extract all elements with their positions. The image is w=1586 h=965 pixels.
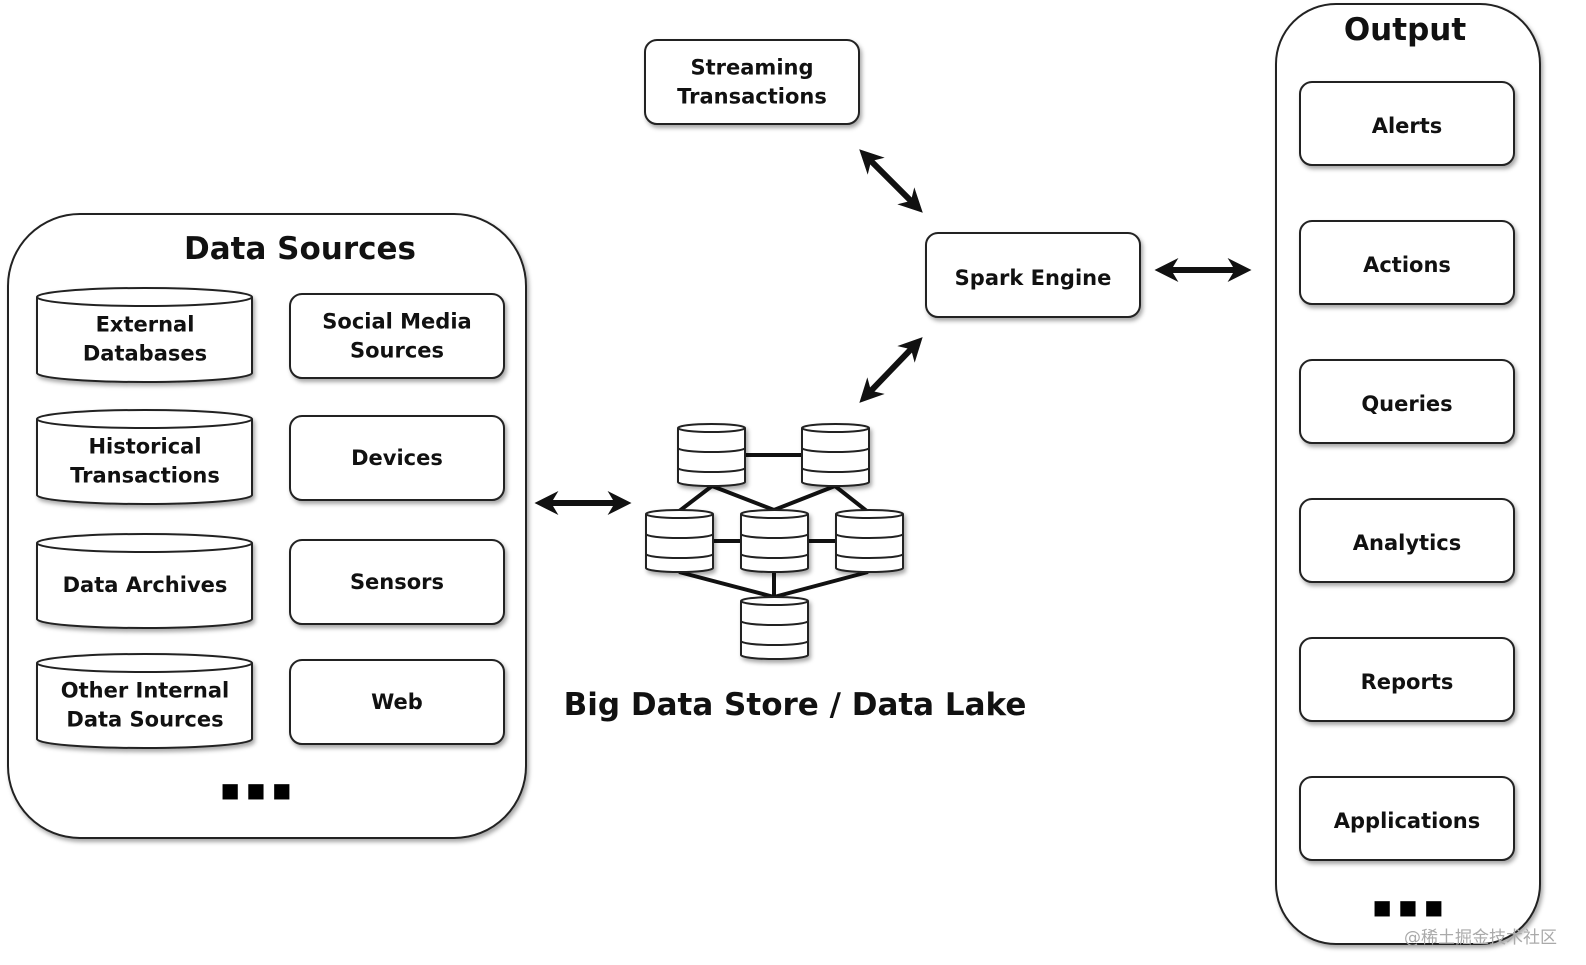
data-source-box: Sensors	[289, 539, 505, 625]
output-item-label: Reports	[1361, 670, 1454, 694]
cluster-link	[678, 570, 775, 599]
streaming-spark-arrow	[859, 149, 923, 213]
output-item: Queries	[1299, 359, 1515, 444]
cluster-link	[773, 570, 869, 599]
cylinder-icon	[36, 409, 253, 505]
output-item-label: Queries	[1361, 392, 1452, 416]
output-item-label: Analytics	[1353, 531, 1461, 555]
output-item-label: Actions	[1363, 253, 1451, 277]
watermark: @稀土掘金技术社区	[1404, 928, 1557, 948]
output-title: Output	[1344, 12, 1467, 48]
lake-spark-arrow	[859, 337, 923, 403]
cluster-link	[773, 484, 836, 512]
output-item: Actions	[1299, 220, 1515, 305]
data-lake-cluster	[645, 423, 904, 660]
cylinder-icon	[36, 653, 253, 749]
data-lake-label: Big Data Store / Data Lake	[564, 687, 1027, 723]
database-source-label: Data Archives	[63, 573, 228, 597]
database-node-icon	[835, 509, 904, 573]
data-source-label: Devices	[351, 446, 443, 470]
output-item: Alerts	[1299, 81, 1515, 166]
data-source-label: Web	[371, 690, 423, 714]
spark-engine-node: Spark Engine	[925, 232, 1141, 318]
database-node-icon	[677, 423, 746, 487]
output-item-label: Applications	[1334, 809, 1480, 833]
output-item: Reports	[1299, 637, 1515, 722]
data-sources-title: Data Sources	[184, 231, 416, 267]
output-item: Analytics	[1299, 498, 1515, 583]
more-sources-ellipsis: ■ ■ ■	[221, 778, 292, 802]
output-item: Applications	[1299, 776, 1515, 861]
cylinder-icon	[36, 287, 253, 383]
cluster-link	[833, 484, 870, 514]
data-source-box: Devices	[289, 415, 505, 501]
output-item-label: Alerts	[1372, 114, 1443, 138]
cluster-link	[676, 484, 714, 514]
data-source-label: Sensors	[350, 570, 444, 594]
spark-engine-label: Spark Engine	[955, 266, 1112, 290]
cluster-link	[711, 484, 775, 512]
database-node-icon	[645, 509, 714, 573]
database-node-icon	[740, 596, 809, 660]
database-node-icon	[801, 423, 870, 487]
data-source-box: Web	[289, 659, 505, 745]
more-outputs-ellipsis: ■ ■ ■	[1373, 895, 1444, 919]
database-node-icon	[740, 509, 809, 573]
output-panel: Output AlertsActionsQueriesAnalyticsRepo…	[1275, 3, 1541, 945]
database-source: Data Archives	[36, 533, 253, 629]
cylinder-icon	[36, 533, 253, 629]
